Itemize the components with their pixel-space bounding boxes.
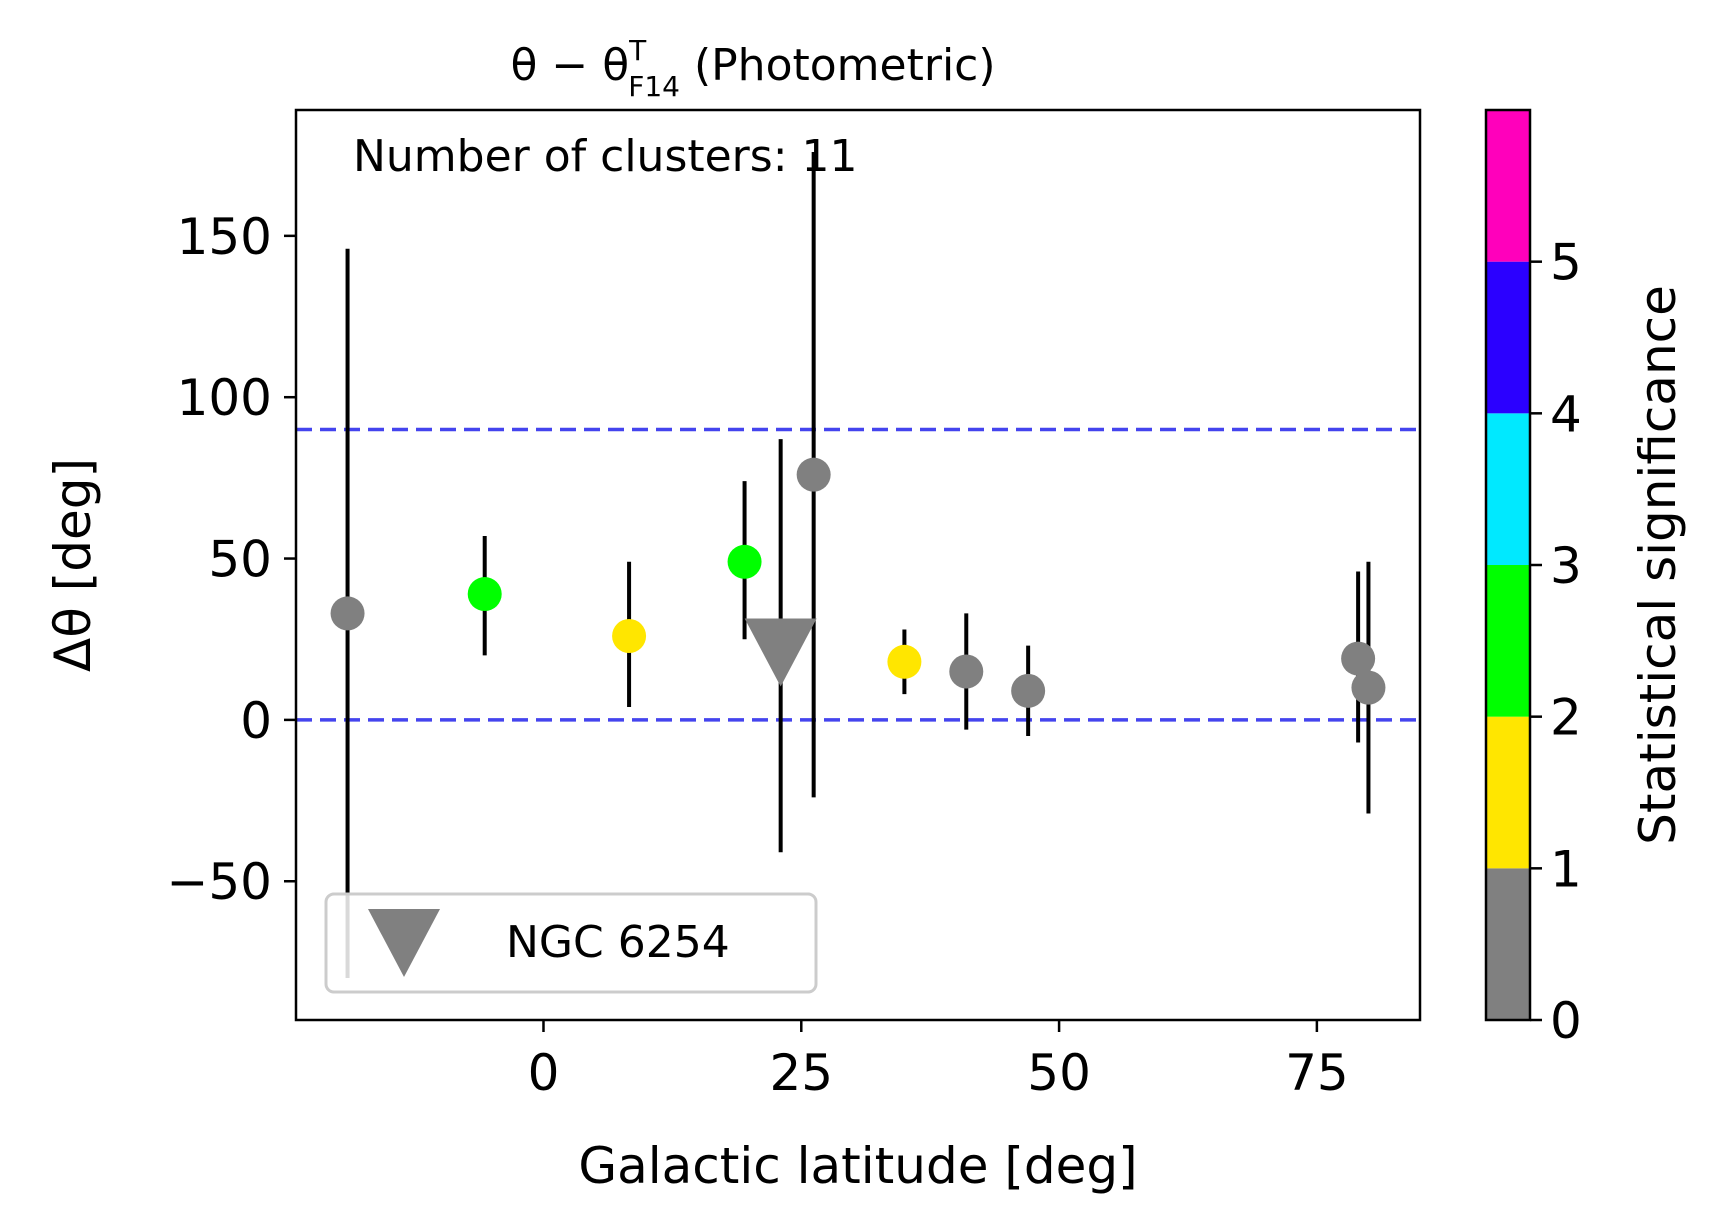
x-tick-label-0: 0 — [528, 1044, 560, 1102]
y-axis-ticks: −50 0 50 100 150 — [166, 208, 296, 911]
data-point-5 — [796, 457, 831, 492]
y-tick-label-1: 0 — [240, 692, 272, 750]
y-tick-label-2: 50 — [208, 531, 272, 589]
legend-marker-triangle-down-icon — [368, 909, 440, 977]
data-point-1 — [467, 577, 502, 612]
legend-label: NGC 6254 — [506, 917, 730, 968]
y-axis-label: Δθ [deg] — [44, 458, 102, 672]
colorbar-tick-label-3: 3 — [1550, 537, 1582, 595]
plot-frame — [294, 108, 1422, 1022]
colorbar-band-1 — [1486, 716, 1530, 869]
data-point-6 — [887, 644, 922, 679]
data-point-triangle-4 — [744, 618, 817, 687]
x-axis-label: Galactic latitude [deg] — [578, 1137, 1137, 1195]
data-point-0 — [330, 596, 365, 631]
y-tick-label-3: 100 — [177, 369, 272, 427]
colorbar-band-0 — [1486, 868, 1530, 1020]
data-point-9 — [1341, 641, 1376, 676]
colorbar-tick-label-4: 4 — [1550, 385, 1582, 443]
x-tick-label-1: 25 — [769, 1044, 833, 1102]
title-superscript: T — [628, 34, 647, 67]
legend-box — [324, 892, 818, 994]
data-point-7 — [949, 654, 984, 689]
title-prefix: θ − θ — [510, 40, 629, 91]
x-tick-label-2: 50 — [1027, 1044, 1091, 1102]
colorbar-tick-label-1: 1 — [1550, 840, 1582, 898]
x-tick-label-3: 75 — [1285, 1044, 1349, 1102]
reference-lines — [296, 427, 1420, 722]
colorbar-band-5 — [1486, 110, 1530, 262]
legend: NGC 6254 — [324, 892, 818, 994]
colorbar-band-4 — [1486, 261, 1530, 414]
y-tick-label-4: 150 — [177, 208, 272, 266]
colorbar: 0 1 2 3 4 5 — [1484, 108, 1582, 1050]
data-point-8 — [1011, 673, 1046, 708]
data-point-10 — [1351, 670, 1386, 705]
data-point-3 — [727, 544, 762, 579]
title-subscript: F14 — [628, 70, 680, 103]
data-point-2 — [612, 618, 647, 653]
colorbar-band-2 — [1486, 565, 1530, 717]
y-tick-label-0: −50 — [166, 853, 272, 911]
data-markers — [330, 457, 1386, 708]
x-axis-ticks: 0 25 50 75 — [528, 1020, 1349, 1102]
colorbar-band-3 — [1486, 413, 1530, 565]
colorbar-tick-label-5: 5 — [1550, 234, 1582, 292]
annotation-cluster-count: Number of clusters: 11 — [353, 131, 858, 182]
colorbar-tick-label-2: 2 — [1550, 689, 1582, 747]
colorbar-tick-label-0: 0 — [1550, 992, 1582, 1050]
colorbar-label: Statistical significance — [1629, 285, 1687, 845]
title-suffix: (Photometric) — [680, 40, 996, 91]
